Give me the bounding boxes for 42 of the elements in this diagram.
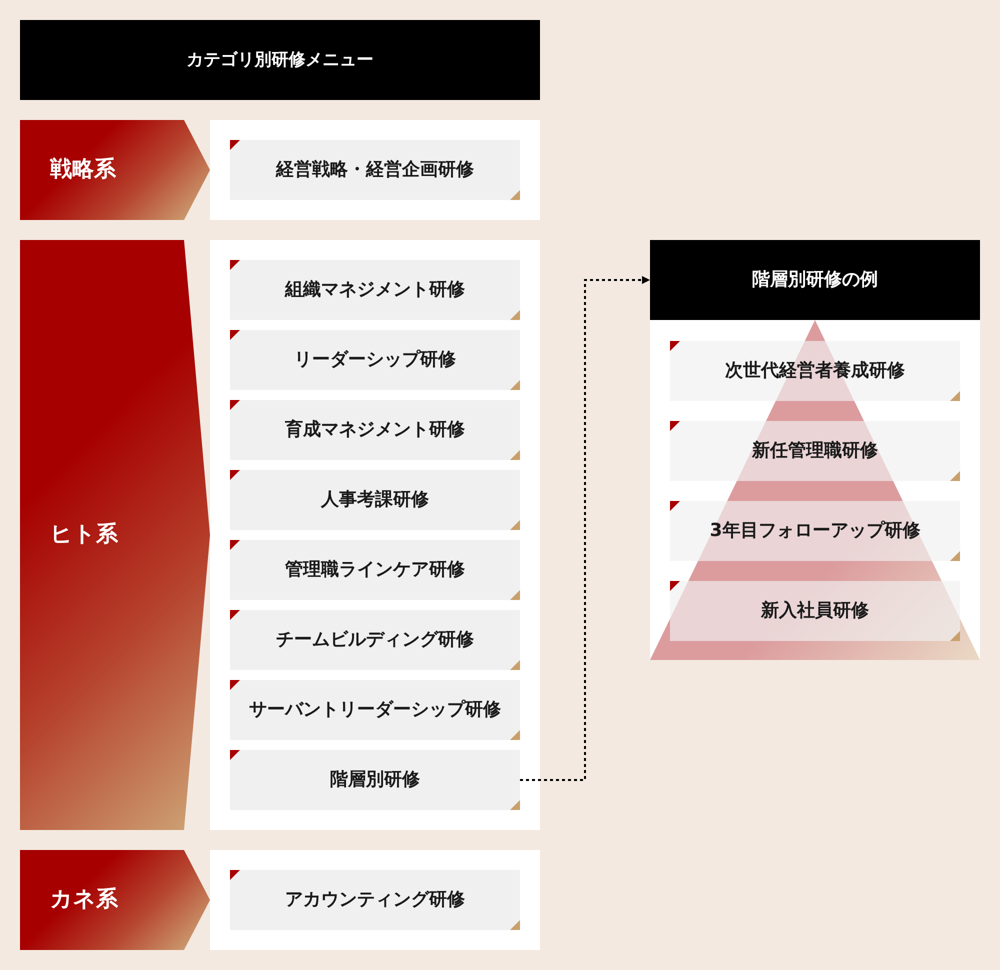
course-title: アカウンティング研修 (285, 889, 465, 911)
course-title: サーバントリーダーシップ研修 (249, 699, 501, 721)
course-title: 階層別研修 (330, 769, 420, 791)
course-box (230, 610, 520, 670)
course-title: 育成マネジメント研修 (285, 419, 465, 441)
course-title: 経営戦略・経営企画研修 (276, 159, 474, 181)
course-box (670, 421, 960, 481)
course-box (230, 470, 520, 530)
course-box (230, 750, 520, 810)
menu-title: カテゴリ別研修メニュー (186, 50, 374, 70)
example-panel (650, 240, 980, 660)
course-title: 次世代経営者養成研修 (725, 360, 905, 382)
category-label: 戦略系 (50, 156, 116, 184)
course-box (670, 581, 960, 641)
list-panel (210, 240, 540, 830)
panel-title: 階層別研修の例 (752, 269, 878, 291)
category-tag (20, 240, 210, 830)
course-box (230, 260, 520, 320)
list-panel (210, 850, 540, 950)
course-title: 新入社員研修 (761, 600, 869, 622)
category-tag (20, 120, 210, 220)
course-box (230, 870, 520, 930)
course-box (230, 330, 520, 390)
category-label: カネ系 (50, 886, 118, 914)
course-box (670, 341, 960, 401)
course-title: 新任管理職研修 (752, 440, 878, 462)
course-title: リーダーシップ研修 (294, 349, 456, 371)
list-panel (210, 120, 540, 220)
course-box (230, 680, 520, 740)
course-title: チームビルディング研修 (276, 629, 474, 651)
course-box (230, 140, 520, 200)
connector-arrow (520, 276, 650, 781)
course-title: 組織マネジメント研修 (285, 279, 465, 301)
course-box (670, 501, 960, 561)
category-tag (20, 850, 210, 950)
title-bar (20, 20, 540, 100)
category-label: ヒト系 (50, 522, 118, 548)
course-title: 管理職ラインケア研修 (285, 559, 465, 581)
course-box (230, 540, 520, 600)
course-title: 3年目フォローアップ研修 (710, 520, 920, 542)
course-box (230, 400, 520, 460)
course-title: 人事考課研修 (321, 489, 429, 511)
